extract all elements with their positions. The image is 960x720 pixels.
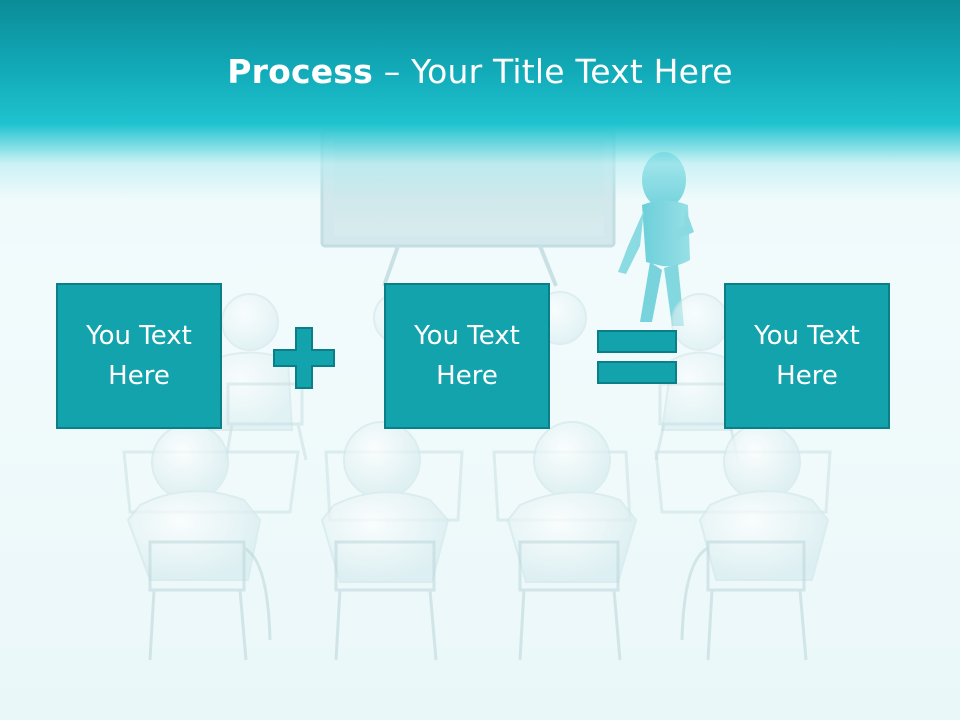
plus-icon — [273, 327, 335, 389]
title-bold: Process — [227, 52, 373, 91]
process-box-2: You Text Here — [384, 283, 550, 429]
front-row-students — [126, 421, 830, 583]
process-box-3-label: You Text Here — [754, 321, 860, 391]
title-text: Your Title Text Here — [411, 52, 733, 91]
process-box-2-label: You Text Here — [414, 321, 520, 391]
front-row-chairs — [148, 540, 808, 661]
process-box-1: You Text Here — [56, 283, 222, 429]
process-box-3: You Text Here — [724, 283, 890, 429]
title-banner — [0, 0, 960, 200]
equals-icon — [597, 330, 677, 384]
title-separator: – — [373, 52, 412, 91]
page-title: Process – Your Title Text Here — [0, 52, 960, 91]
process-box-1-label: You Text Here — [86, 321, 192, 391]
